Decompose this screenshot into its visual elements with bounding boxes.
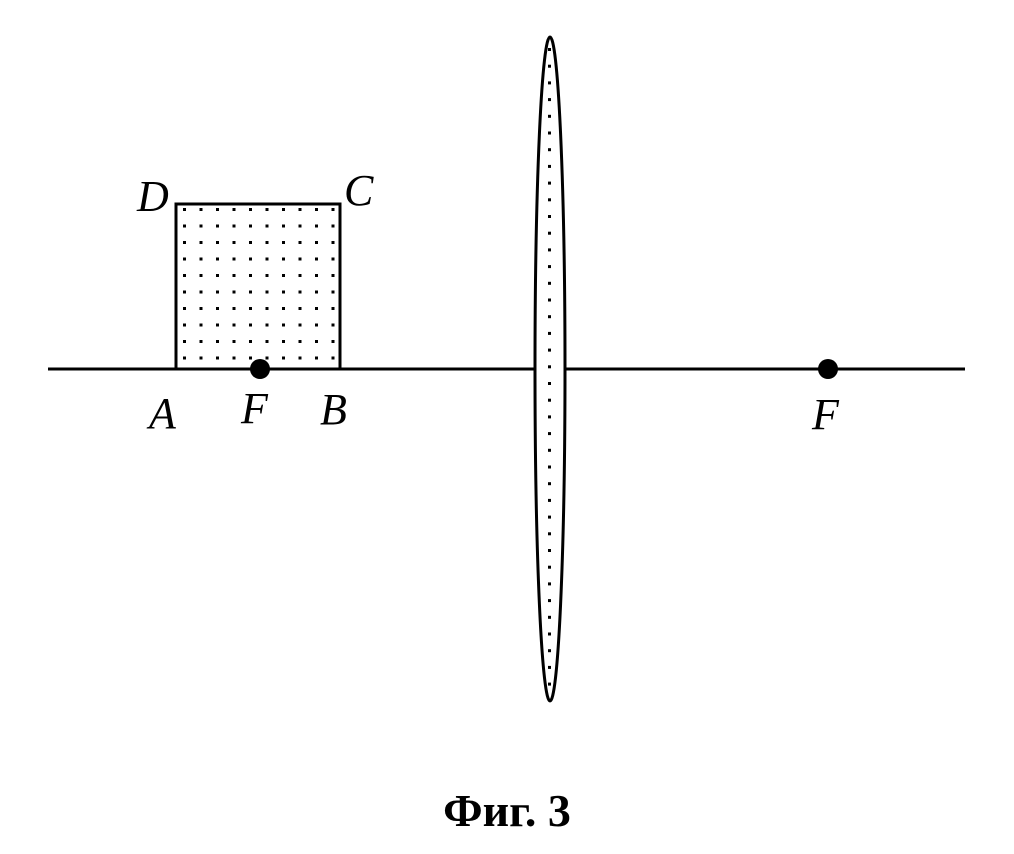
label-B: B	[320, 385, 347, 434]
lens-dot	[548, 131, 551, 135]
lens-dot	[548, 164, 551, 168]
lens-dot	[548, 432, 551, 436]
lens-dot	[548, 231, 551, 235]
lens-dot	[548, 315, 551, 319]
lens-dot	[548, 665, 551, 669]
lens-dot	[548, 549, 551, 552]
lens-dots	[548, 48, 551, 686]
label-A: A	[146, 389, 177, 438]
lens-dot	[548, 498, 551, 502]
lens-dot	[548, 248, 551, 252]
lens-dot	[548, 632, 551, 636]
lens-dot	[548, 582, 551, 586]
lens-dot	[548, 48, 551, 51]
lens-dot	[548, 265, 551, 269]
lens-dot	[548, 181, 551, 185]
label-focus-right: F	[811, 390, 840, 439]
square-object-fill	[176, 204, 340, 369]
lens-dot	[548, 565, 551, 569]
label-D: D	[136, 172, 169, 221]
lens-dot	[548, 415, 551, 419]
lens-dot	[548, 649, 551, 653]
lens-dot	[548, 515, 551, 519]
lens-dot	[548, 382, 551, 385]
lens-dot	[548, 148, 551, 152]
lens-dot	[548, 398, 551, 402]
lens-dot	[548, 615, 551, 619]
lens-dot	[548, 348, 551, 352]
lens-dot	[548, 215, 551, 218]
lens-dot	[548, 482, 551, 486]
figure-caption: Фиг. 3	[443, 785, 571, 836]
label-C: C	[344, 166, 374, 215]
lens-dot	[548, 81, 551, 85]
converging-lens	[533, 35, 567, 703]
label-focus-left: F	[240, 384, 269, 433]
lens-dot	[548, 198, 551, 202]
lens-dot	[548, 532, 551, 536]
lens-dot	[548, 365, 551, 369]
lens-dot	[548, 331, 551, 335]
lens-dot	[548, 98, 551, 102]
lens-dot	[548, 599, 551, 603]
lens-dot	[548, 64, 551, 68]
lens-dot	[548, 682, 551, 686]
lens-dot	[548, 465, 551, 469]
lens-dot	[548, 281, 551, 285]
lens-dot	[548, 114, 551, 118]
lens-dot	[548, 298, 551, 302]
focus-point-left	[250, 359, 270, 379]
lens-dot	[548, 448, 551, 452]
focus-point-right	[818, 359, 838, 379]
